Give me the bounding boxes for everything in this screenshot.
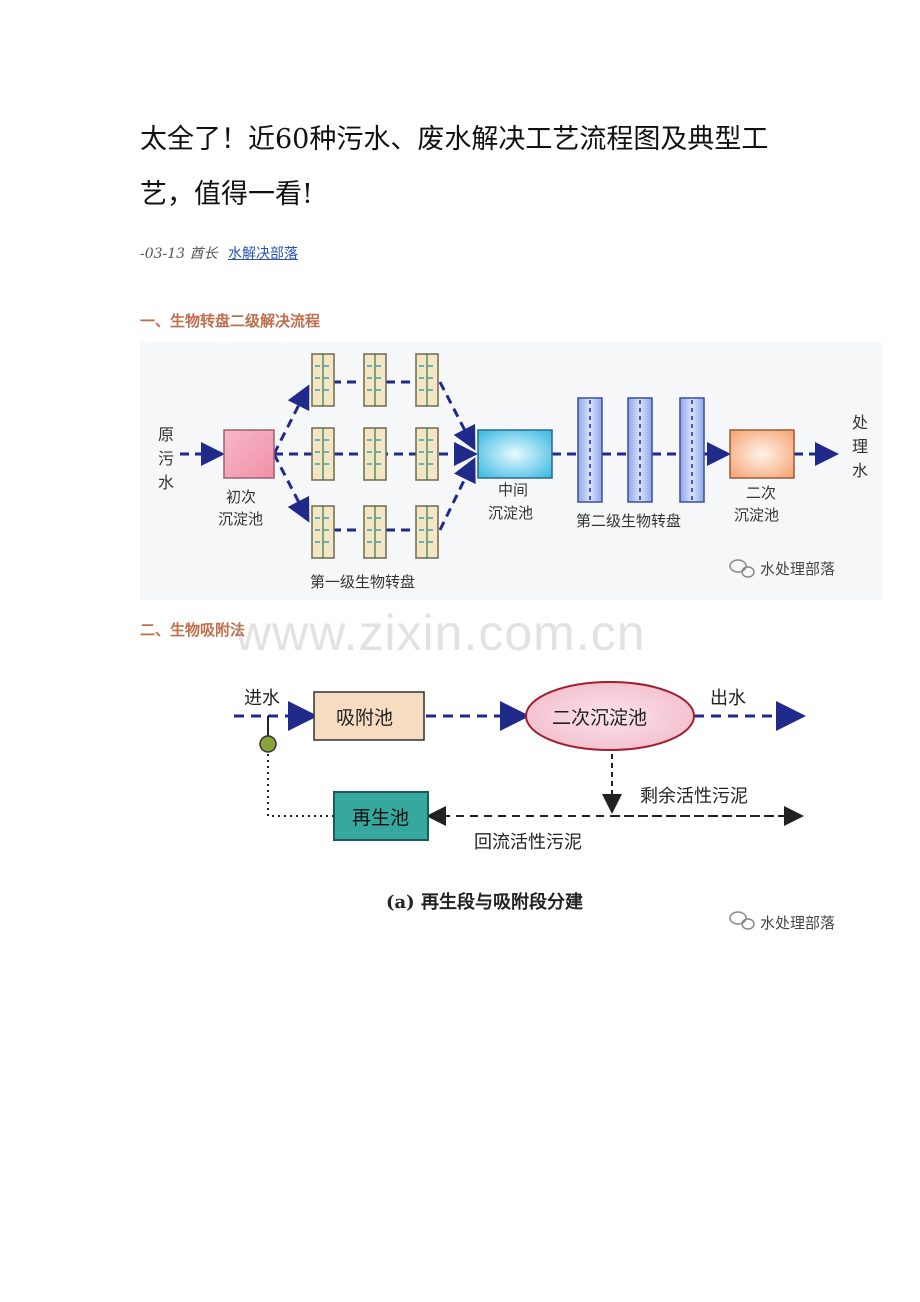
primary-label-1: 初次 <box>226 488 256 506</box>
stage2-label: 第二级生物转盘 <box>576 512 681 530</box>
stage1-label: 第一级生物转盘 <box>310 573 415 591</box>
section-heading-2: 二、生物吸附法 <box>140 621 246 639</box>
outlet-char-2: 理 <box>852 437 868 456</box>
article-date: -03-13 <box>140 246 186 262</box>
source-link[interactable]: 水解决部落 <box>228 246 298 262</box>
excess-sludge-label: 剩余活性污泥 <box>640 786 748 807</box>
wechat-icon <box>729 559 755 578</box>
adsorption-tank-label: 吸附池 <box>336 707 393 729</box>
regeneration-tank <box>333 791 429 841</box>
biosorption-diagram: 进水 出水 吸附池 二次沉淀池 剩余活性污泥 回流活性污泥 再生池 (a) 再生… <box>234 681 835 932</box>
rbc-process-diagram: 原 污 水 处 理 水 初次 沉淀池 <box>140 342 882 600</box>
diagram1-watermark: 水处理部落 <box>760 560 835 578</box>
middle-clarifier <box>477 429 553 479</box>
regeneration-tank-label: 再生池 <box>352 807 409 829</box>
outflow-label: 出水 <box>710 688 746 709</box>
adsorption-tank <box>313 691 425 741</box>
article-title: 太全了！近60种污水、废水解决工艺流程图及典型工艺，值得一看! <box>140 124 769 210</box>
primary-label-2: 沉淀池 <box>218 510 263 528</box>
section-heading-1: 一、生物转盘二级解决流程 <box>140 312 321 330</box>
secondary-label-2: 沉淀池 <box>734 506 779 524</box>
stage2-rbc-units <box>577 397 705 503</box>
stage1-rbc-units <box>311 353 439 559</box>
inlet-char-3: 水 <box>158 473 174 492</box>
secondary-label-1: 二次 <box>746 484 776 502</box>
diagram2-caption: (a) 再生段与吸附段分建 <box>386 891 583 913</box>
outlet-char-3: 水 <box>852 461 868 480</box>
inflow-label: 进水 <box>244 688 280 709</box>
inlet-char-1: 原 <box>158 425 174 444</box>
return-sludge-label: 回流活性污泥 <box>474 832 582 853</box>
article-meta: -03-13 酋长 水解决部落 <box>140 243 298 263</box>
junction-node <box>259 735 277 753</box>
wechat-icon <box>729 911 755 930</box>
inlet-char-2: 污 <box>158 449 174 468</box>
diagram2-watermark: 水处理部落 <box>760 914 835 932</box>
middle-label-1: 中间 <box>498 481 528 499</box>
article-author: 酋长 <box>189 246 218 262</box>
primary-clarifier <box>223 429 275 479</box>
middle-label-2: 沉淀池 <box>488 504 533 522</box>
secondary-settling-tank <box>525 681 695 751</box>
outlet-char-1: 处 <box>852 413 868 432</box>
secondary-clarifier <box>729 429 795 479</box>
secondary-settling-label: 二次沉淀池 <box>552 707 647 729</box>
site-watermark: www.zixin.com.cn <box>235 605 646 661</box>
